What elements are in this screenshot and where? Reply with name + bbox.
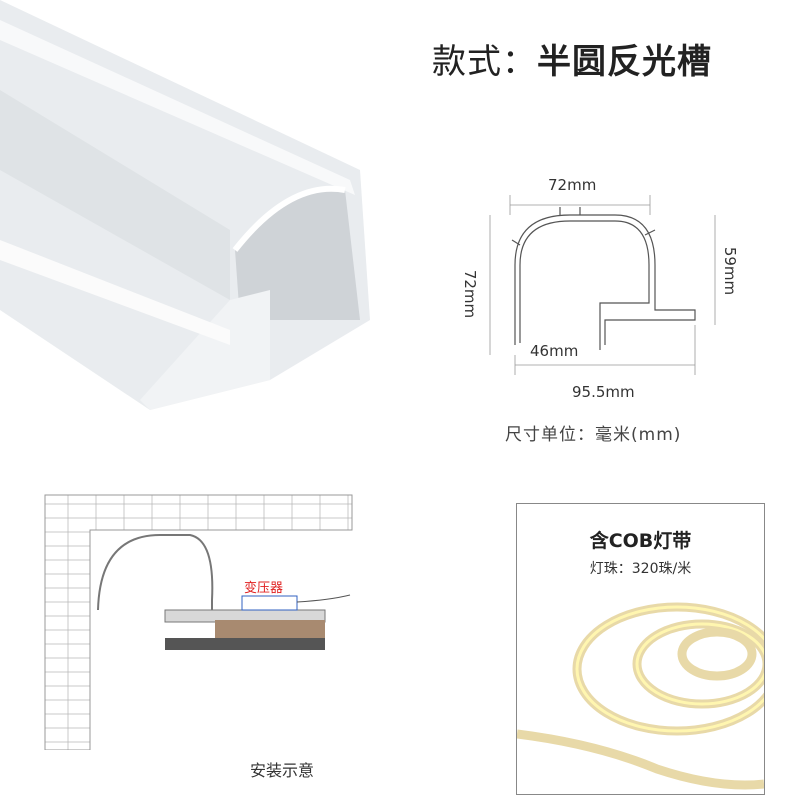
cross-section-diagram	[489, 195, 716, 375]
cob-title: 含COB灯带	[589, 530, 692, 552]
unit-note: 尺寸单位：毫米(mm)	[505, 425, 682, 445]
profile-render-image	[0, 0, 370, 410]
installation-diagram	[44, 494, 353, 750]
transformer-label: 变压器	[244, 581, 284, 596]
total-width-label: 95.5mm	[572, 383, 635, 401]
title-name: 半圆反光槽	[537, 42, 712, 82]
top-width-label: 72mm	[548, 176, 597, 194]
product-style-title: 款式：半圆反光槽	[432, 34, 712, 83]
installation-caption: 安装示意	[250, 761, 315, 780]
right-height-label: 59mm	[721, 246, 740, 296]
step-width-label: 46mm	[530, 342, 579, 360]
title-prefix: 款式：	[432, 42, 537, 82]
led-strip-image	[517, 602, 764, 790]
left-height-label: 72mm	[461, 269, 480, 319]
cob-spec: 灯珠：320珠/米	[589, 561, 692, 577]
cob-strip-card: 含COB灯带 灯珠：320珠/米	[516, 503, 765, 795]
